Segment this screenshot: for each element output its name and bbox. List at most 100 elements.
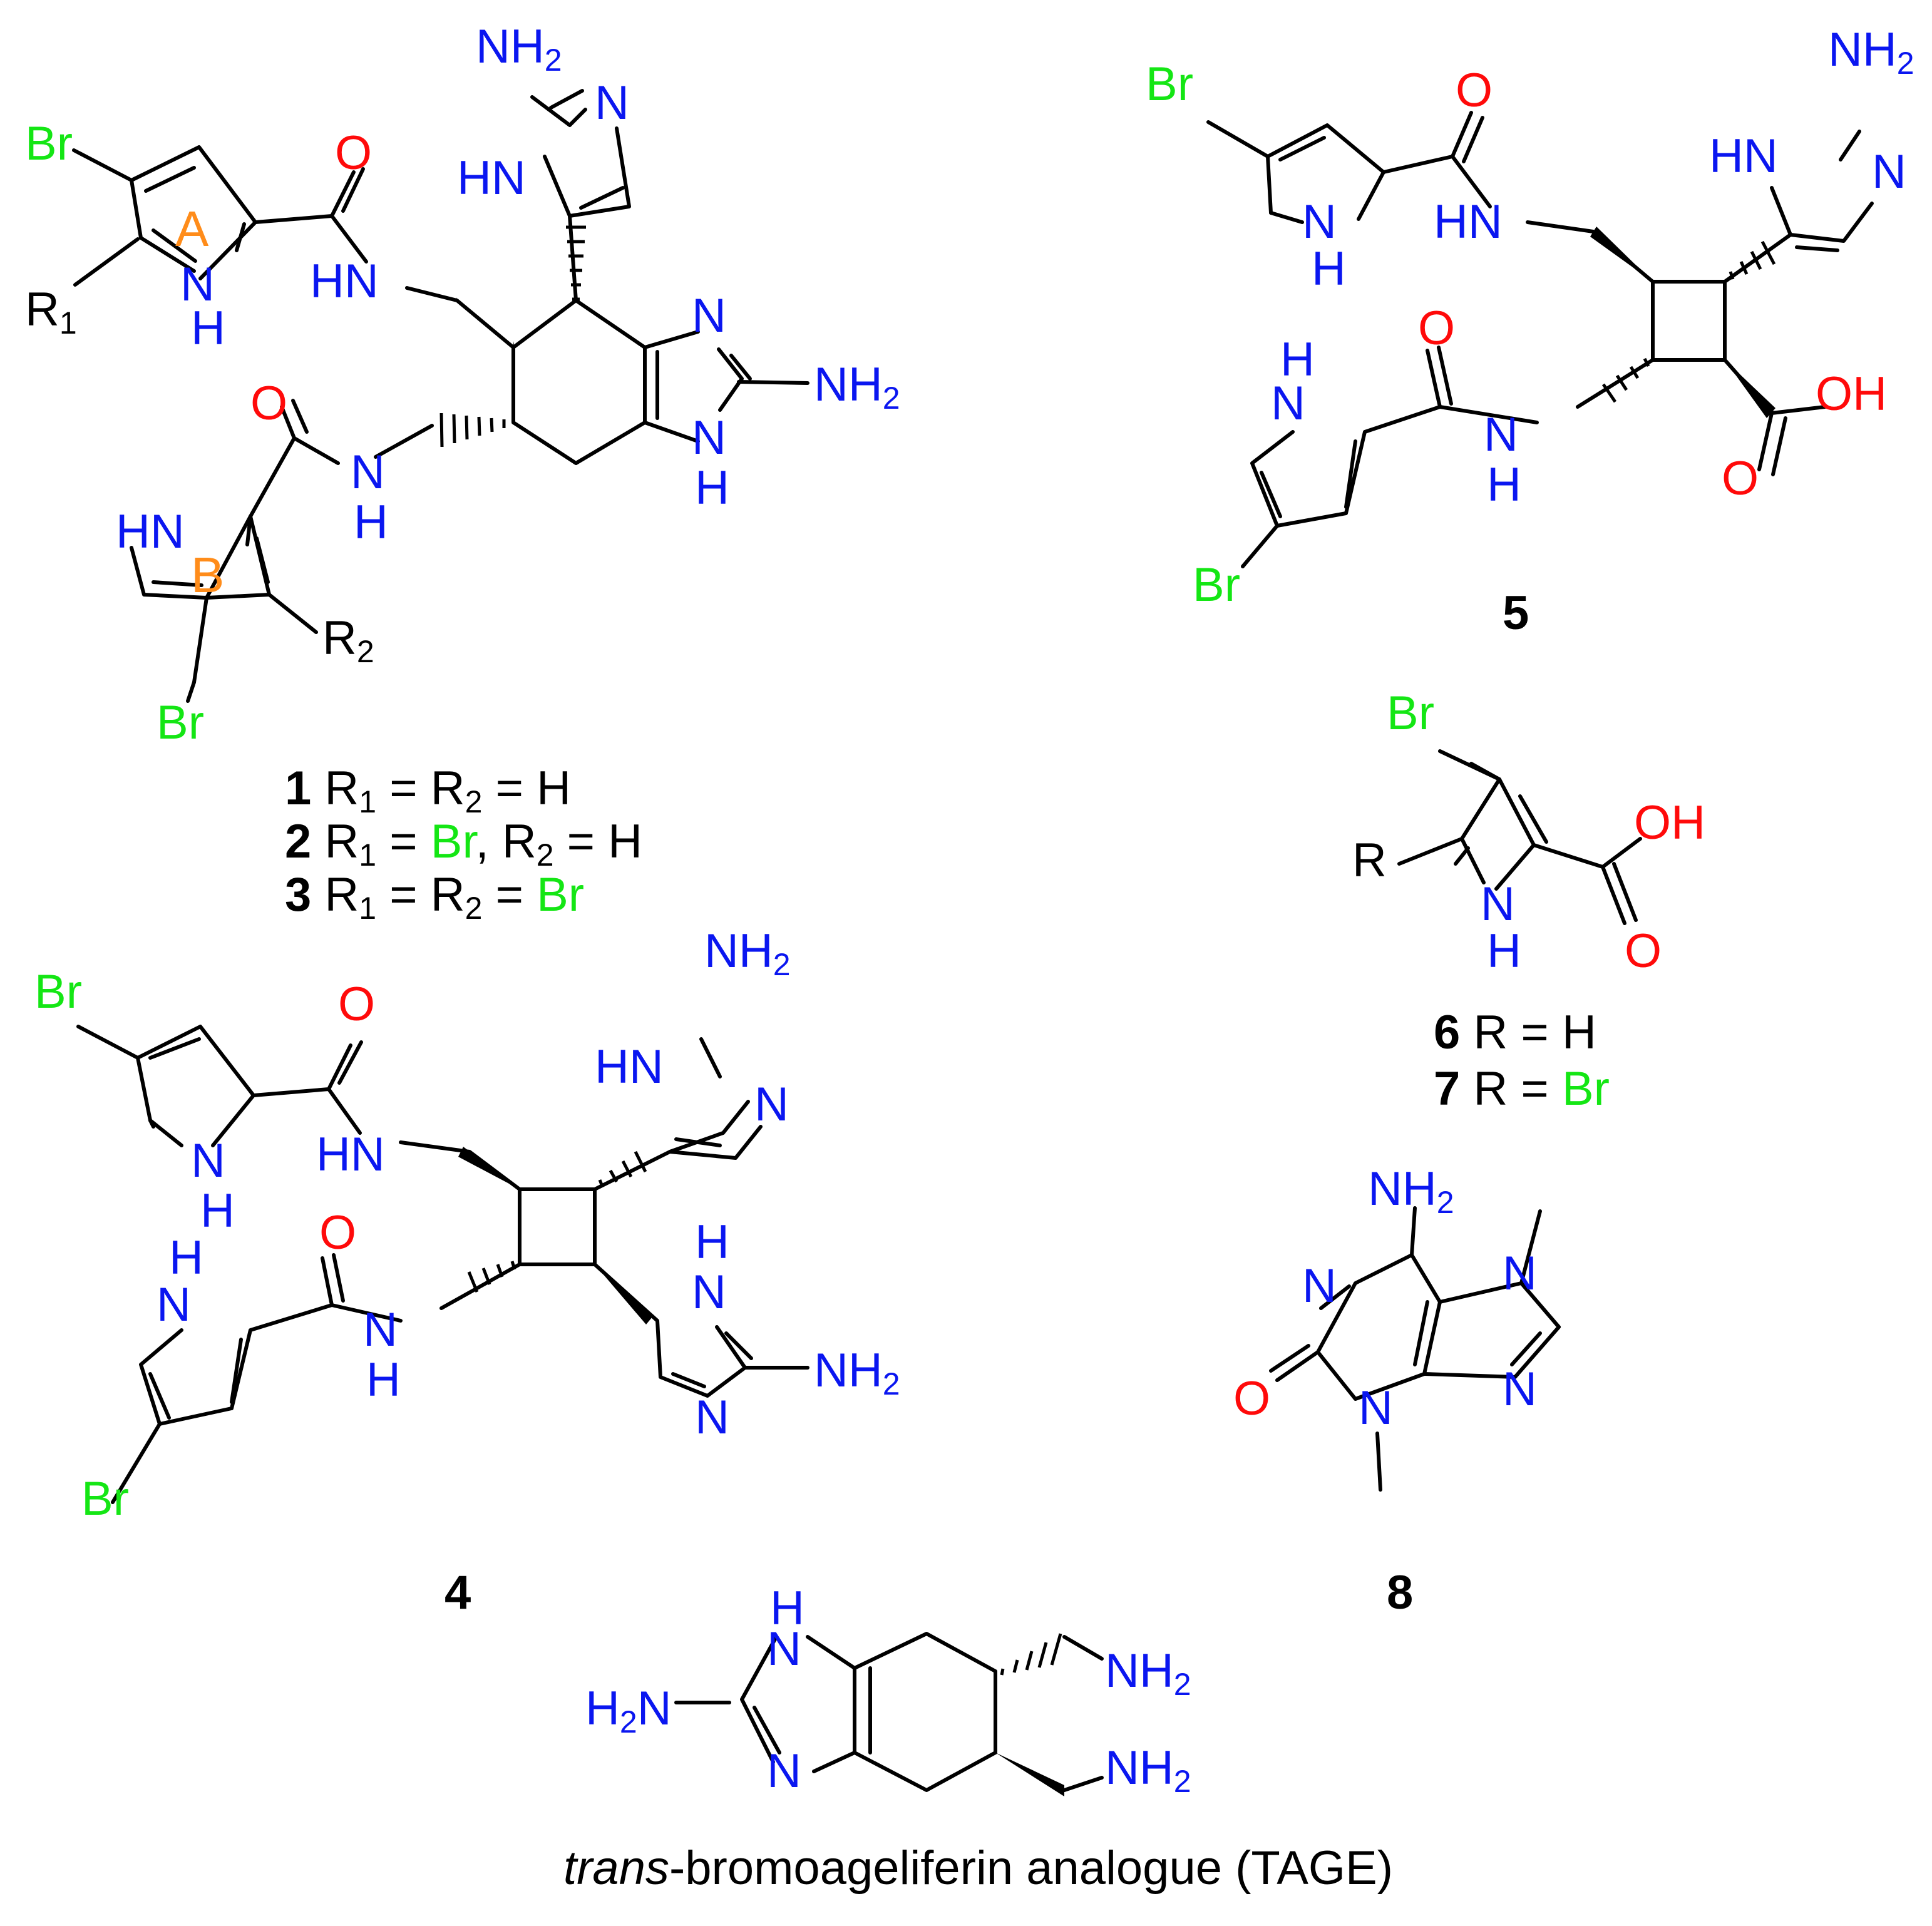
- pyrimidine-nitrogen: N: [1302, 1259, 1337, 1313]
- hashed-bond: [1000, 1633, 1062, 1676]
- bromine-atom: Br: [157, 696, 204, 749]
- wedge-bond: [995, 1753, 1064, 1796]
- pyrrole-hydrogen: H: [1312, 242, 1346, 295]
- carbonyl-oxygen: O: [1625, 925, 1662, 978]
- bromine-atom: Br: [1387, 687, 1434, 740]
- amino-group: NH2: [814, 358, 900, 416]
- imidazole-nitrogen: N: [692, 1266, 726, 1319]
- amino-group: NH2: [814, 1344, 900, 1401]
- legend-compound-1: 1 R1 = R2 = H: [285, 762, 571, 819]
- amide-nitrogen: N: [351, 446, 385, 499]
- structure-compounds-6-7: Br R N H OH O 6 R = H 7 R = Br: [1352, 687, 1705, 1115]
- figure-caption: trans-bromoageliferin analogue (TAGE): [563, 1841, 1393, 1895]
- legend-compound-7: 7 R = Br: [1434, 1062, 1610, 1115]
- pyrrole-nitrogen: N: [1271, 377, 1305, 430]
- structure-compounds-1-3: Br A R1 N H O HN NH2 N HN N NH2 N H O N …: [25, 20, 900, 926]
- structure-compound-8: NH2 N N O N N 8: [1233, 1162, 1561, 1619]
- bromine-atom: Br: [25, 117, 73, 170]
- carbonyl-oxygen: O: [1722, 452, 1759, 505]
- pyrrole-hydrogen: H: [169, 1231, 203, 1284]
- amino-group: NH2: [1105, 1741, 1191, 1799]
- carbonyl-oxygen: O: [335, 126, 372, 180]
- wedge-bond: [1725, 360, 1775, 418]
- wedge-bond: [1590, 227, 1653, 282]
- amino-group: NH2: [1368, 1162, 1454, 1220]
- pyrrole-nitrogen: N: [157, 1278, 191, 1331]
- r1-group: R1: [25, 283, 77, 341]
- imidazole-nitrogen: N: [1872, 145, 1906, 198]
- wedge-bond: [458, 1147, 520, 1189]
- structure-compound-5: Br O N H HN NH2 HN N OH O O H N N H Br 5: [1146, 23, 1914, 640]
- imidazole-nh: HN: [595, 1040, 664, 1094]
- pyrrole-nitrogen: N: [1481, 878, 1515, 931]
- amide-hydrogen: H: [1487, 458, 1521, 511]
- ring-label-a: A: [175, 201, 209, 257]
- pyrrole-hydrogen: H: [191, 302, 225, 355]
- imidazole-nitrogen: N: [754, 1078, 789, 1131]
- amide-nh: HN: [310, 255, 379, 308]
- carbonyl-oxygen: O: [1233, 1372, 1270, 1425]
- pyrrole-hydrogen: H: [1280, 333, 1315, 386]
- legend-compound-3: 3 R1 = R2 = Br: [285, 868, 584, 926]
- wedge-bond: [595, 1264, 652, 1324]
- hydroxyl-oxygen: OH: [1634, 796, 1705, 849]
- imidazole-hydrogen: H: [695, 1216, 729, 1269]
- amide-hydrogen: H: [366, 1353, 401, 1406]
- r2-group: R2: [322, 612, 374, 669]
- compound-label-4: 4: [444, 1566, 471, 1619]
- compound-label-8: 8: [1387, 1566, 1413, 1619]
- bromine-atom: Br: [1193, 558, 1240, 612]
- amino-group: NH2: [476, 20, 562, 78]
- imidazole-nitrogen: N: [1503, 1363, 1537, 1416]
- amino-group: NH2: [1828, 23, 1914, 81]
- imidazole-nitrogen: N: [695, 1391, 729, 1444]
- hashed-bond: [439, 412, 506, 448]
- amino-group: NH2: [1105, 1644, 1191, 1702]
- amide-nitrogen: N: [363, 1303, 398, 1356]
- pyrrole-nitrogen: N: [1302, 195, 1337, 248]
- ring-label-b: B: [191, 547, 224, 603]
- amide-nh: HN: [316, 1128, 385, 1181]
- wedge-bond: [456, 297, 513, 347]
- pyrrole-nitrogen: N: [191, 1134, 225, 1187]
- imidazole-nitrogen: N: [767, 1622, 801, 1676]
- hashed-bond: [566, 225, 586, 301]
- hashed-bond: [598, 1150, 647, 1187]
- imidazole-nitrogen: N: [692, 411, 726, 464]
- hydroxyl-oxygen: OH: [1816, 367, 1887, 421]
- carbonyl-oxygen: O: [1456, 64, 1493, 117]
- imidazole-nitrogen: N: [1503, 1247, 1537, 1300]
- amide-nitrogen: N: [1484, 408, 1518, 461]
- hashed-bond: [1601, 357, 1650, 403]
- amide-hydrogen: H: [354, 496, 388, 549]
- imidazole-nitrogen: N: [595, 76, 629, 130]
- r-group: R: [1352, 834, 1387, 887]
- compound-label-5: 5: [1503, 587, 1529, 640]
- carbonyl-oxygen: O: [338, 978, 375, 1031]
- bromine-atom: Br: [1146, 58, 1193, 111]
- carbonyl-oxygen: O: [250, 377, 287, 430]
- wedge-bond: [513, 341, 515, 351]
- imidazole-hydrogen: H: [695, 461, 729, 515]
- carbonyl-oxygen: O: [1418, 302, 1455, 355]
- imidazole-nitrogen: N: [692, 289, 726, 342]
- bromine-atom: Br: [34, 965, 82, 1018]
- pyrrole-nh: HN: [116, 505, 185, 558]
- amino-group: NH2: [704, 925, 791, 982]
- legend-compound-2: 2 R1 = Br, R2 = H: [285, 815, 642, 873]
- pyrrole-hydrogen: H: [200, 1184, 235, 1237]
- imidazole-nh: HN: [1709, 130, 1778, 183]
- bromine-atom: Br: [81, 1472, 129, 1525]
- legend-compound-6: 6 R = H: [1434, 1006, 1596, 1059]
- pyrimidine-nitrogen: N: [1359, 1381, 1393, 1435]
- amino-group: H2N: [585, 1682, 672, 1739]
- imidazole-hydrogen: H: [770, 1582, 804, 1635]
- pyrrole-nitrogen: N: [180, 258, 215, 311]
- hashed-bond: [467, 1261, 516, 1293]
- amide-nh: HN: [1434, 195, 1503, 248]
- pyrrole-hydrogen: H: [1487, 925, 1521, 978]
- structure-compound-4: Br O N H HN NH2 HN N O H N N H H N NH2 N…: [34, 925, 900, 1619]
- hashed-bond: [1729, 240, 1776, 280]
- imidazole-nitrogen: N: [767, 1744, 801, 1798]
